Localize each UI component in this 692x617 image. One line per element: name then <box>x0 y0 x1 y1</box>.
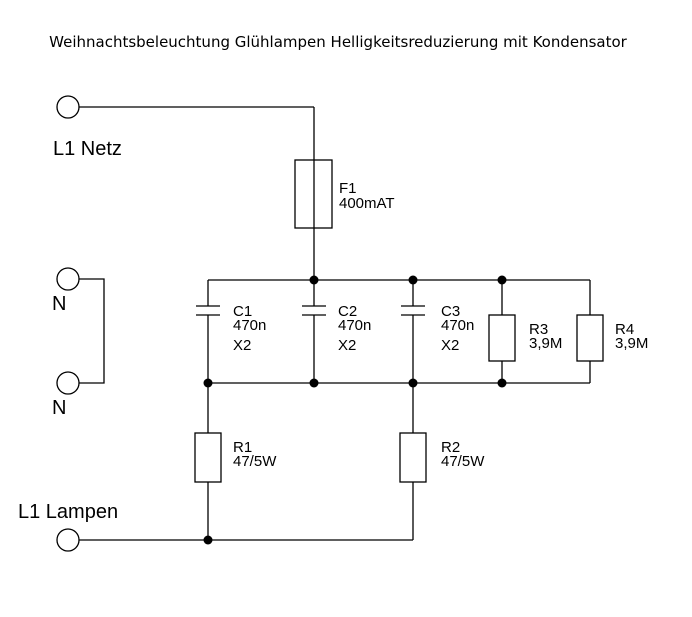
terminal-n-top <box>56 267 80 291</box>
label-c1-value: 470n <box>233 317 266 334</box>
capacitor-c1 <box>196 305 220 316</box>
label-n-top: N <box>52 293 66 315</box>
label-r3-value: 3,9M <box>529 335 562 352</box>
label-r1-ref: R1 <box>233 439 252 456</box>
label-l1-netz: L1 Netz <box>53 138 122 160</box>
label-f1-value: 400mAT <box>339 195 395 212</box>
diagram-title: Weihnachtsbeleuchtung Glühlampen Helligk… <box>49 33 628 51</box>
terminal-l1-netz <box>56 95 80 119</box>
capacitor-c3 <box>401 305 425 316</box>
label-r1-value: 47/5W <box>233 453 277 470</box>
label-c2-value: 470n <box>338 317 371 334</box>
label-f1-ref: F1 <box>339 180 357 197</box>
label-r4-value: 3,9M <box>615 335 648 352</box>
label-n-bottom: N <box>52 397 66 419</box>
label-r2-ref: R2 <box>441 439 460 456</box>
junction-dot <box>408 275 418 285</box>
terminals <box>56 95 80 552</box>
junctions <box>203 275 507 545</box>
label-c1-ref: C1 <box>233 303 252 320</box>
label-c3-value: 470n <box>441 317 474 334</box>
resistor-r1 <box>194 432 222 483</box>
junction-dot <box>309 378 319 388</box>
label-r3-ref: R3 <box>529 321 548 338</box>
label-c3-class: X2 <box>441 337 459 354</box>
junction-dot <box>203 535 213 545</box>
terminal-l1-lampen <box>56 528 80 552</box>
junction-dot <box>497 275 507 285</box>
resistor-r4 <box>576 314 604 362</box>
junction-dot <box>497 378 507 388</box>
wires <box>79 106 591 541</box>
label-c2-ref: C2 <box>338 303 357 320</box>
resistor-r2 <box>399 432 427 483</box>
junction-dot <box>408 378 418 388</box>
label-c3-ref: C3 <box>441 303 460 320</box>
capacitor-c2 <box>302 305 326 316</box>
label-r4-ref: R4 <box>615 321 634 338</box>
wire-n-bridge <box>79 278 105 384</box>
label-l1-lampen: L1 Lampen <box>18 501 118 523</box>
label-c2-class: X2 <box>338 337 356 354</box>
label-c1-class: X2 <box>233 337 251 354</box>
terminal-n-bottom <box>56 371 80 395</box>
junction-dot <box>203 378 213 388</box>
label-r2-value: 47/5W <box>441 453 485 470</box>
resistor-r3 <box>488 314 516 362</box>
junction-dot <box>309 275 319 285</box>
